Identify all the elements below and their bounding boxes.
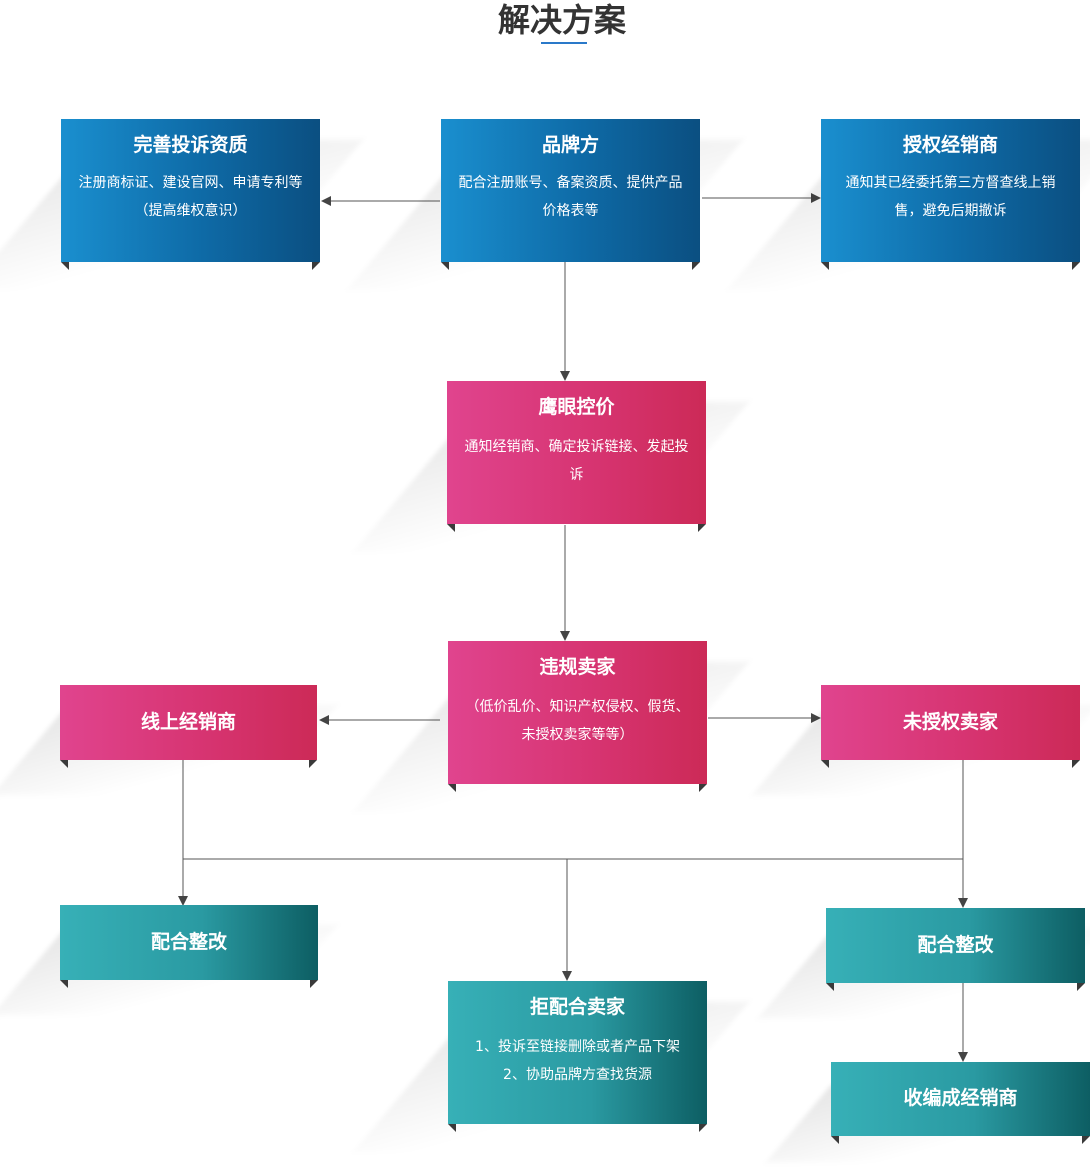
node-title: 授权经销商 [902, 134, 998, 156]
node-desc: 通知经销商、确定投诉链接、发起投诉 [464, 439, 689, 483]
fold-corner [310, 980, 318, 988]
node-desc: 注册商标证、建设官网、申请专利等（提高维权意识） [78, 175, 303, 219]
node-desc: 配合注册账号、备案资质、提供产品价格表等 [458, 175, 683, 219]
node-authorized-dealer: 授权经销商 通知其已经委托第三方督查线上销售，避免后期撤诉 [821, 119, 1080, 270]
node-title: 线上经销商 [140, 711, 236, 733]
fold-corner [698, 524, 706, 532]
fold-corner [61, 262, 69, 270]
page-title: 解决方案 [497, 1, 626, 39]
node-desc-line-2: 2、协助品牌方查找货源 [503, 1067, 652, 1083]
fold-corner [831, 1136, 839, 1144]
node-desc-line-1: 1、投诉至链接删除或者产品下架 [475, 1039, 680, 1055]
title-underline [541, 42, 587, 44]
node-rectify-right: 配合整改 [826, 908, 1085, 991]
node-title: 品牌方 [541, 134, 599, 156]
node-rectify-left: 配合整改 [60, 905, 318, 988]
node-brand: 品牌方 配合注册账号、备案资质、提供产品价格表等 [441, 119, 700, 270]
fold-corner [821, 760, 829, 768]
fold-corner [826, 983, 834, 991]
node-title: 违规卖家 [539, 656, 616, 678]
fold-corner [448, 1124, 456, 1132]
node-title: 完善投诉资质 [133, 134, 248, 156]
fold-corner [448, 784, 456, 792]
fold-corner [447, 524, 455, 532]
node-title: 收编成经销商 [903, 1087, 1018, 1109]
fold-corner [312, 262, 320, 270]
fold-corner [692, 262, 700, 270]
node-unauthorized-seller: 未授权卖家 [821, 685, 1080, 768]
fold-corner [441, 262, 449, 270]
node-desc: 通知其已经委托第三方督查线上销售，避免后期撤诉 [845, 175, 1056, 219]
node-title: 未授权卖家 [902, 711, 998, 733]
fold-corner [699, 1124, 707, 1132]
fold-corner [1072, 760, 1080, 768]
fold-corner [1077, 983, 1085, 991]
node-title: 鹰眼控价 [538, 396, 615, 418]
node-desc: （低价乱价、知识产权侵权、假货、未授权卖家等等） [465, 699, 690, 743]
node-online-dealer: 线上经销商 [60, 685, 317, 768]
fold-corner [60, 760, 68, 768]
fold-corner [821, 262, 829, 270]
fold-corner [699, 784, 707, 792]
fold-corner [1072, 262, 1080, 270]
fold-corner [1082, 1136, 1090, 1144]
node-eagle-eye-price-control: 鹰眼控价 通知经销商、确定投诉链接、发起投诉 [447, 381, 706, 532]
fold-corner [60, 980, 68, 988]
node-title: 拒配合卖家 [529, 996, 625, 1018]
fold-corner [309, 760, 317, 768]
node-title: 配合整改 [917, 934, 994, 956]
node-refuse-seller: 拒配合卖家 1、投诉至链接删除或者产品下架 2、协助品牌方查找货源 [448, 981, 707, 1132]
node-title: 配合整改 [150, 931, 227, 953]
node-violating-seller: 违规卖家 （低价乱价、知识产权侵权、假货、未授权卖家等等） [448, 641, 707, 792]
node-complaint-qualification: 完善投诉资质 注册商标证、建设官网、申请专利等（提高维权意识） [61, 119, 320, 270]
node-become-dealer: 收编成经销商 [831, 1062, 1090, 1144]
